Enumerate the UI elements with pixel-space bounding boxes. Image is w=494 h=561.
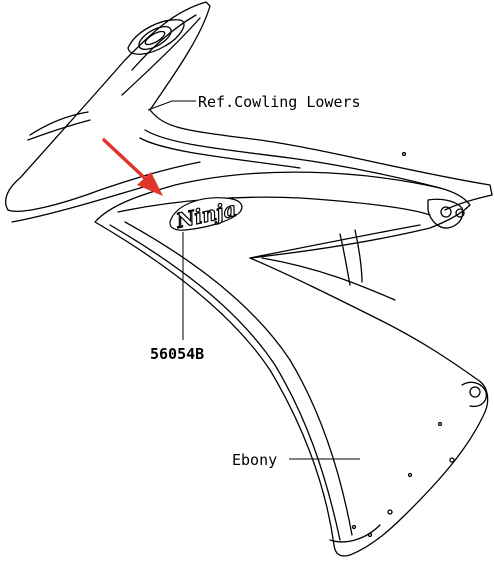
leader-ref-cowling xyxy=(147,100,196,111)
ref-cowling-label: Ref.Cowling Lowers xyxy=(198,93,361,111)
color-label: Ebony xyxy=(232,451,277,469)
red-arrow-icon xyxy=(102,138,163,196)
air-intake xyxy=(127,19,185,55)
side-fairing-outline xyxy=(94,171,489,557)
upper-cowling-outline xyxy=(5,1,493,211)
part-number-label: 56054B xyxy=(150,345,204,363)
